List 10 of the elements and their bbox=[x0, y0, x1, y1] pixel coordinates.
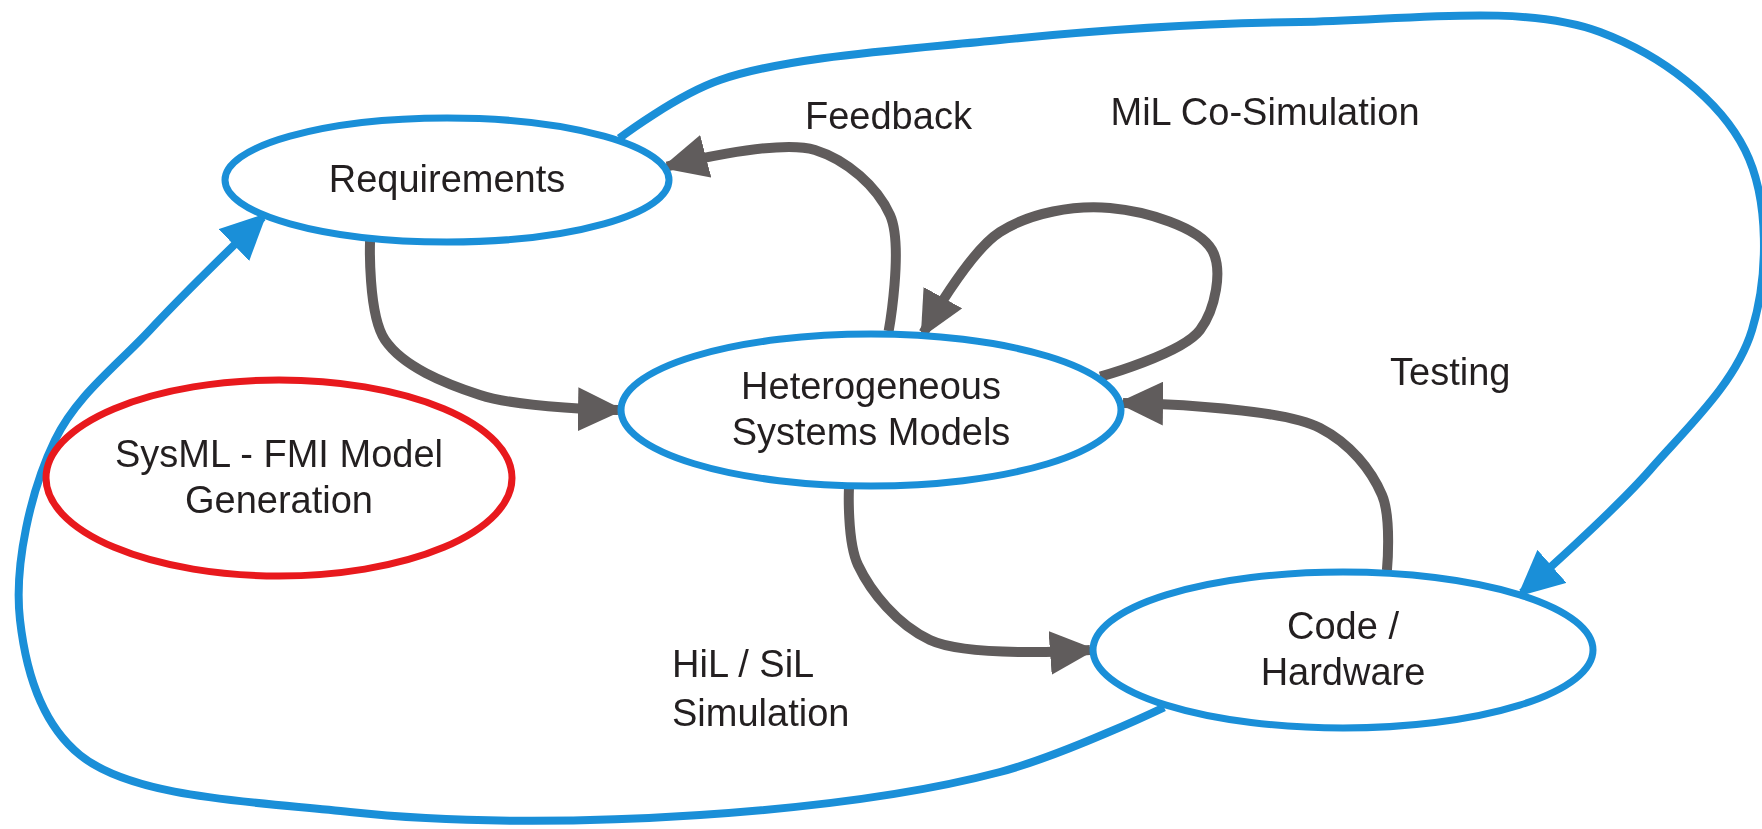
ellipse-node bbox=[43, 377, 515, 579]
node-label: Code / Hardware bbox=[1259, 604, 1427, 695]
node-label: Heterogeneous Systems Models bbox=[730, 364, 1012, 455]
node-label: Requirements bbox=[327, 157, 567, 203]
curved-arrow bbox=[617, 11, 1762, 597]
node-label: SysML - FMI Model Generation bbox=[114, 432, 444, 523]
curved-arrow bbox=[919, 202, 1223, 382]
ellipse-node bbox=[1090, 569, 1596, 731]
ellipse-node bbox=[618, 331, 1124, 489]
ellipse-node bbox=[222, 115, 672, 245]
